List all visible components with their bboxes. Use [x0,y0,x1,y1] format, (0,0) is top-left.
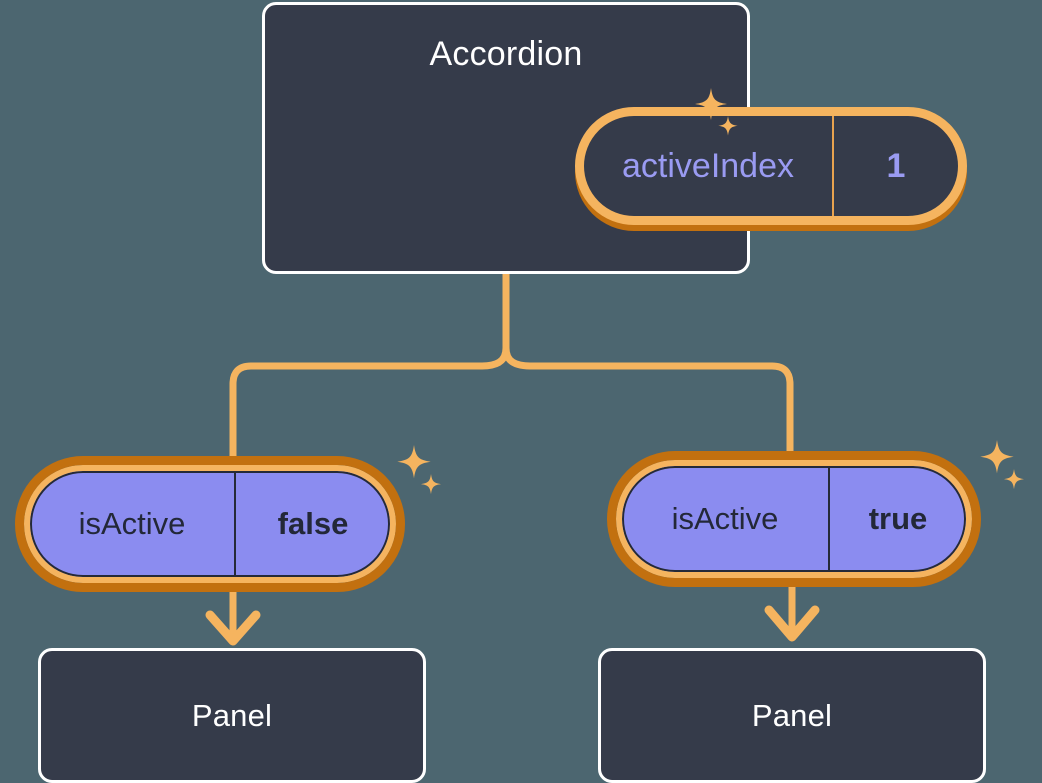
sparkle-icon [397,445,441,495]
state-key-label: isActive [671,501,779,536]
component-name-label: Panel [751,697,833,733]
component-node-accordion[interactable]: Accordion activeIndex 1 [262,2,967,274]
state-key-label: activeIndex [622,146,794,185]
state-key-label: isActive [78,506,186,541]
component-name-label: Panel [191,697,273,733]
state-pill-activeindex[interactable]: activeIndex 1 [575,107,967,225]
connector-branch-right [502,344,794,474]
connector-branch-left [229,344,510,478]
component-node-panel-right[interactable]: Panel [598,648,986,783]
component-name-label: Accordion [429,35,583,73]
sparkle-icon [980,440,1024,490]
state-pill-isactive-false[interactable]: isActive false [15,456,405,592]
state-value-label: 1 [832,116,958,216]
state-pill-isactive-true[interactable]: isActive true [607,451,981,587]
component-node-panel-left[interactable]: Panel [38,648,426,783]
arrow-head-left [205,610,261,646]
arrow-head-right [764,605,820,642]
state-value-label: false [234,471,390,577]
state-value-label: true [828,466,966,572]
